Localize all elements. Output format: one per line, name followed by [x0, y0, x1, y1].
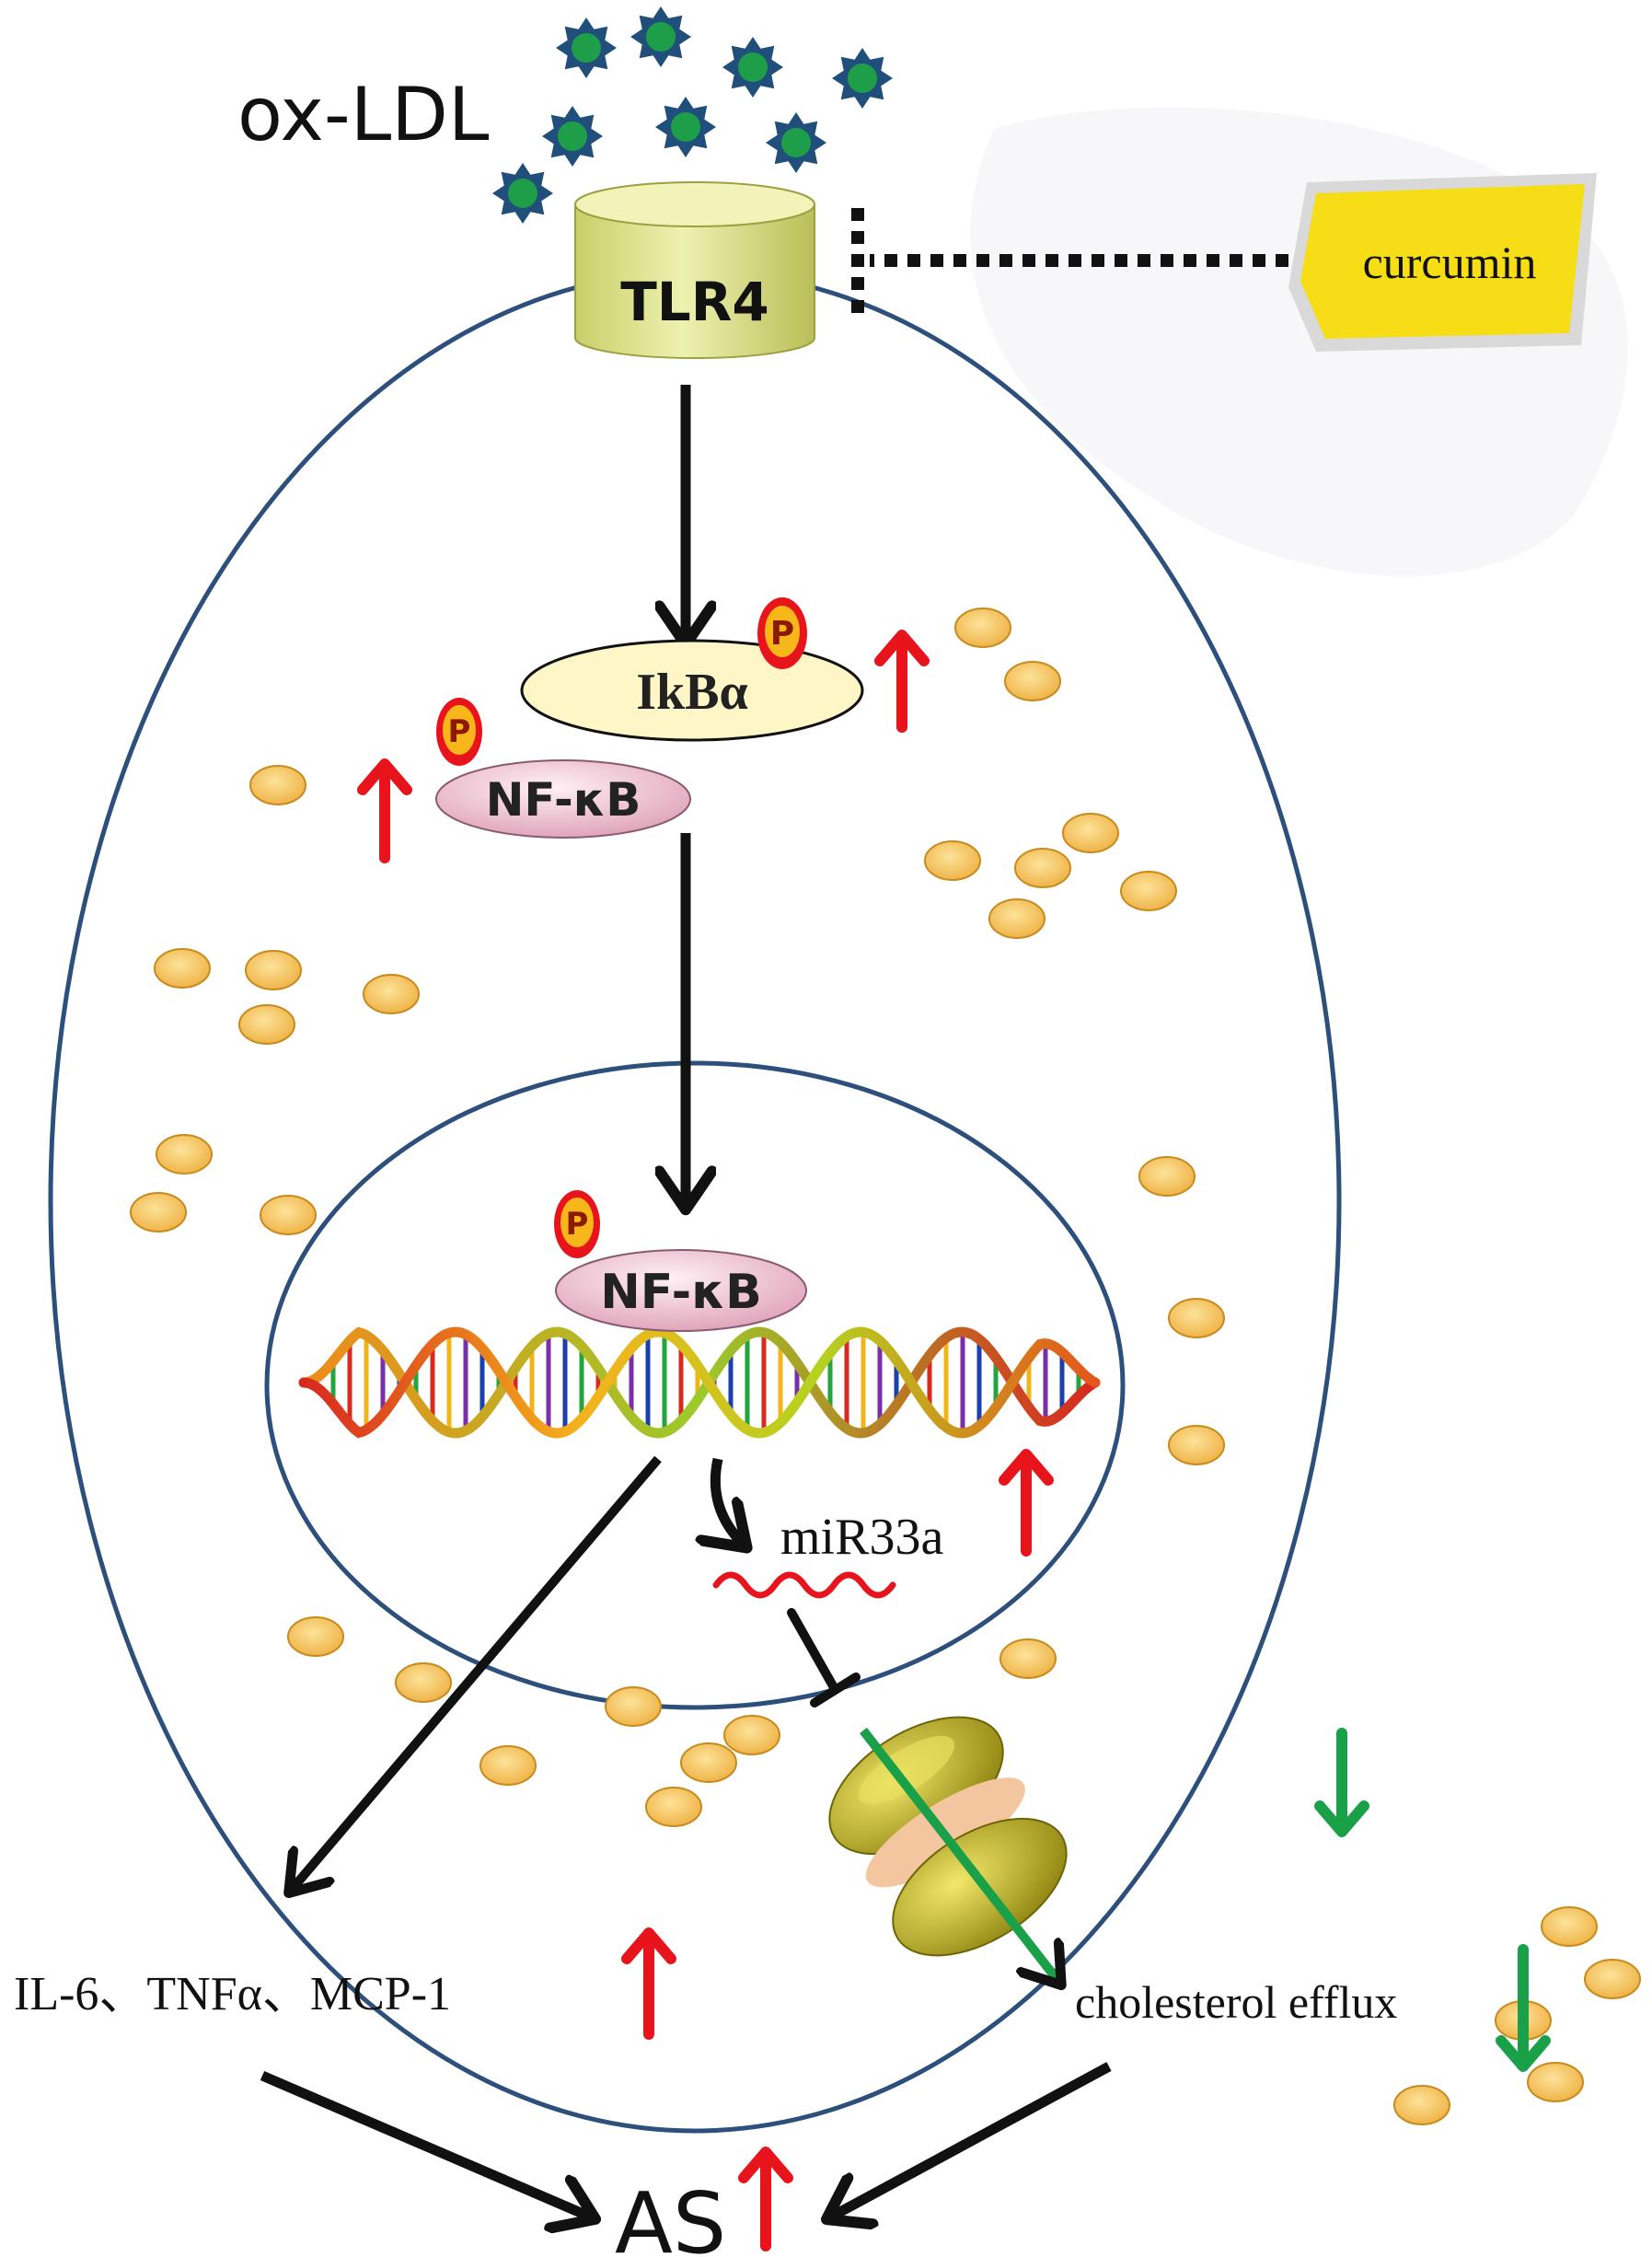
lipid-droplet-icon — [1527, 2062, 1584, 2102]
down-arrow-icon — [1314, 1728, 1369, 1837]
lipid-droplet-icon — [1014, 848, 1071, 888]
lipid-droplets — [130, 608, 1641, 2125]
lipid-droplet-icon — [1062, 813, 1119, 853]
star-particle-icon — [722, 37, 783, 98]
cholesterol-efflux-arrow — [860, 1727, 1060, 1984]
cytokines-to-as-arrow — [260, 2070, 594, 2218]
ikba-protein: IkBα — [520, 639, 864, 742]
efflux-to-as-arrow — [828, 2062, 1112, 2218]
lipid-droplet-icon — [1138, 1156, 1196, 1197]
mirna-strand-icon — [712, 1571, 896, 1599]
lipid-droplet-icon — [988, 898, 1045, 939]
lipid-droplet-icon — [605, 1686, 662, 1727]
lipid-droplet-icon — [1584, 1959, 1641, 1999]
up-arrow-icon — [999, 1449, 1054, 1557]
curcumin-box: curcumin — [1288, 173, 1597, 352]
nfkb-nucleus: NF-κB — [555, 1249, 807, 1332]
star-particle-icon — [655, 97, 716, 157]
lipid-droplet-icon — [245, 950, 302, 990]
lipid-droplet-icon — [1004, 661, 1061, 701]
mir33a-label: miR33a — [780, 1509, 943, 1566]
nfkb-cytoplasm-label: NF-κB — [486, 773, 641, 827]
lipid-droplet-icon — [249, 765, 306, 805]
nuclear-membrane — [264, 1060, 1126, 1710]
ox-ldl-label: ox-LDL — [237, 72, 490, 157]
lipid-droplet-icon — [723, 1715, 780, 1755]
nfkb-nucleus-label: NF-κB — [600, 1265, 762, 1320]
dna-to-cytokines-arrow — [290, 1455, 662, 1892]
star-particle-icon — [766, 112, 826, 173]
phosphate-ikba: P — [757, 597, 807, 669]
down-arrow-icon — [1496, 1944, 1551, 2072]
cell-membrane — [48, 269, 1342, 2134]
phosphate-nfkb-nucleus-label: P — [566, 1206, 589, 1243]
star-particle-icon — [542, 106, 603, 167]
lipid-droplet-icon — [1541, 1906, 1598, 1947]
ox-ldl-particles — [492, 6, 893, 224]
as-label: AS — [615, 2174, 726, 2257]
curcumin-inhibition-line — [851, 208, 1288, 313]
tlr4-receptor: TLR4 — [574, 181, 815, 359]
up-arrow-icon — [738, 2147, 793, 2251]
lipid-droplet-icon — [154, 948, 211, 989]
lipid-droplet-icon — [260, 1195, 317, 1235]
phosphate-ikba-label: P — [770, 615, 794, 653]
tlr4-label: TLR4 — [620, 271, 769, 333]
cytokines-label: IL-6、TNFα、MCP-1 — [14, 1968, 451, 2020]
lipid-droplet-icon — [1120, 871, 1177, 911]
lipid-droplet-icon — [156, 1134, 213, 1175]
phosphate-nfkb-cytoplasm: P — [436, 698, 482, 766]
dna-to-mir33a-arrow — [715, 1457, 745, 1546]
lipid-droplet-icon — [238, 1004, 295, 1045]
up-arrow-icon — [357, 758, 412, 863]
star-particle-icon — [556, 17, 617, 78]
lipid-droplet-icon — [395, 1662, 452, 1703]
phosphate-nfkb-cytoplasm-label: P — [448, 713, 471, 750]
lipid-droplet-icon — [363, 974, 420, 1014]
lipid-droplet-icon — [1393, 2085, 1450, 2125]
dna-helix-icon — [298, 1326, 1101, 1439]
lipid-droplet-icon — [680, 1742, 737, 1783]
lipid-droplet-icon — [954, 608, 1011, 648]
curcumin-label: curcumin — [1363, 237, 1537, 288]
lipid-droplet-icon — [1168, 1298, 1225, 1338]
cholesterol-efflux-label: cholesterol efflux — [1075, 1976, 1397, 2028]
lipid-droplet-icon — [999, 1638, 1057, 1679]
change-indicators — [357, 630, 1551, 2251]
lipid-droplet-icon — [645, 1787, 702, 1827]
lipid-droplet-icon — [130, 1192, 187, 1233]
nfkb-cytoplasm: NF-κB — [435, 759, 691, 839]
phosphate-nfkb-nucleus: P — [554, 1190, 600, 1258]
star-particle-icon — [630, 6, 691, 67]
star-particle-icon — [492, 163, 553, 224]
up-arrow-icon — [874, 630, 930, 733]
up-arrow-icon — [621, 1927, 676, 2040]
lipid-droplet-icon — [287, 1616, 344, 1657]
ikba-label: IkBα — [636, 664, 748, 721]
mir33a-inhibition-bar — [787, 1608, 861, 1707]
lipid-droplet-icon — [479, 1745, 537, 1786]
lipid-droplet-icon — [924, 840, 981, 881]
lipid-droplet-icon — [1168, 1425, 1225, 1465]
star-particle-icon — [832, 48, 893, 109]
